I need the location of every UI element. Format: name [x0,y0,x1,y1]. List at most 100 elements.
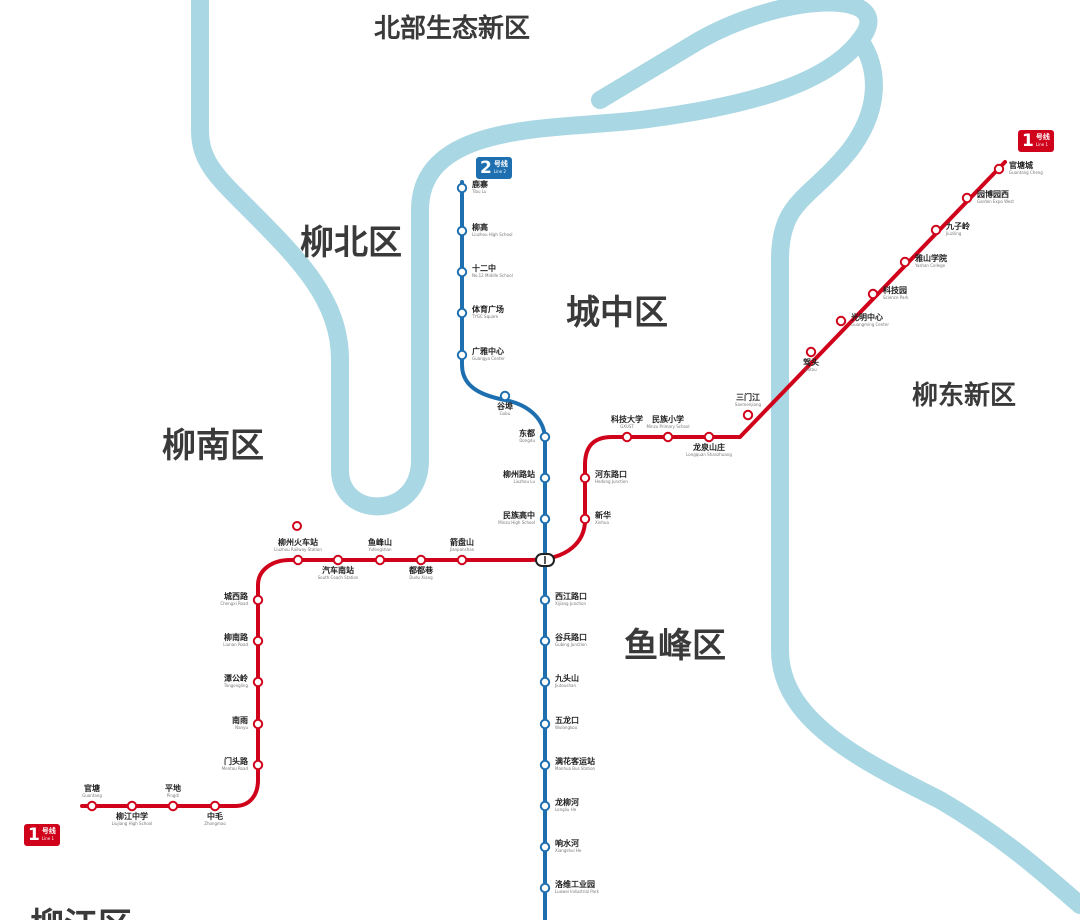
line-1-station-marker[interactable] [993,163,1005,175]
liujiang-river-west [191,0,878,516]
line-1-station-marker[interactable] [252,718,264,730]
line-2-station-marker[interactable] [539,759,551,771]
line-1-station-marker[interactable] [332,554,344,566]
line-1-track [80,160,1007,808]
line-1-station-marker[interactable] [703,431,715,443]
line-1-station-marker[interactable] [86,800,98,812]
station-name-en: Garden Expo West [977,199,1014,204]
station-name-en: Dudu Xiang [409,575,433,580]
line-2-station-marker[interactable] [456,225,468,237]
station-name-en: Pingdi [166,793,180,798]
line-2-station-marker[interactable] [539,513,551,525]
line-1-station-marker[interactable] [662,431,674,443]
district-yufeng: 鱼峰区 [624,626,726,666]
station-name-en: Xijiang Junction [555,601,586,606]
district-liudong: 柳东新区 [912,381,1017,411]
line-1-station-marker[interactable] [374,554,386,566]
line-1-station-marker[interactable] [415,554,427,566]
line-2-station-marker[interactable] [539,635,551,647]
line-1-station-marker[interactable] [167,800,179,812]
line-2-station-marker[interactable] [456,349,468,361]
station-name: 谷兵路口 [555,633,587,642]
line-1-station-marker[interactable] [252,594,264,606]
line-2-station-marker[interactable] [539,594,551,606]
line-2-station-marker[interactable] [456,182,468,194]
line-1-station-marker[interactable] [252,635,264,647]
line-1-station-marker[interactable] [126,800,138,812]
line-2-station-marker[interactable] [539,676,551,688]
line-1-station-marker[interactable] [621,431,633,443]
line-1-station-marker[interactable] [742,409,754,421]
line-1-station-marker[interactable] [961,192,973,204]
line-1-station-marker[interactable] [252,759,264,771]
line-2-station-marker[interactable] [539,431,551,443]
line-2-station-marker[interactable] [456,307,468,319]
line-1-station-marker[interactable] [867,288,879,300]
line-1-station-marker[interactable] [899,256,911,268]
line-1-station-marker[interactable] [292,554,304,566]
line-1-station-marker[interactable] [209,800,221,812]
line-2-station-marker[interactable] [456,266,468,278]
line-2-label-en: Line 2 [493,169,506,174]
line-1-station-marker[interactable] [579,472,591,484]
line-2-station-marker[interactable] [539,800,551,812]
line-2-station-marker[interactable] [539,841,551,853]
line-1-station-marker[interactable] [930,224,942,236]
line-1-station-marker[interactable] [835,315,847,327]
station-name-en: Chengxi Road [220,601,248,606]
line-2-station-marker[interactable] [539,718,551,730]
line-1-station-marker[interactable] [579,513,591,525]
station-name: 洛维工业园 [555,880,595,889]
line-2-station-marker[interactable] [499,390,511,402]
line-1-station-marker[interactable] [805,346,817,358]
line-2-station-marker[interactable] [539,472,551,484]
line-2-station-marker[interactable] [539,882,551,894]
line-1-station-marker[interactable] [252,676,264,688]
line-1-station-marker[interactable] [456,554,468,566]
